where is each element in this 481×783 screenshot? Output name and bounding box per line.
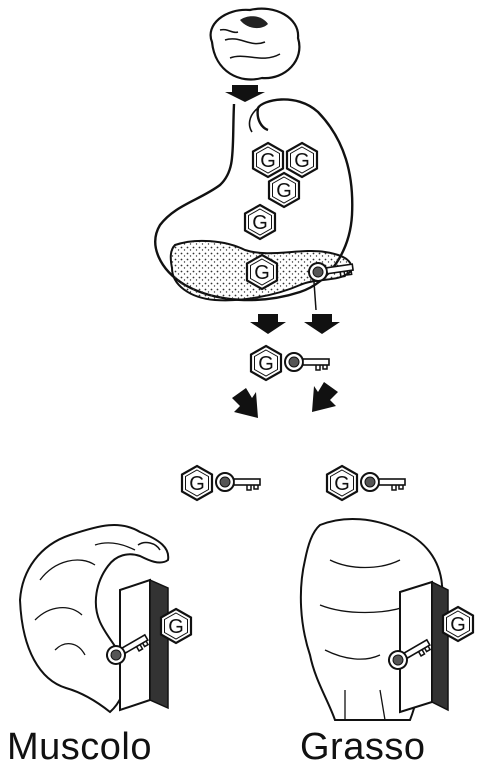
glucose-hexagon: G (161, 609, 191, 643)
glucose-hexagon: G (182, 466, 212, 500)
fat-caption: Grasso (300, 728, 425, 766)
glucose-hexagon: G (247, 255, 277, 289)
insulin-key-icon (361, 473, 405, 491)
glucose-hexagon: G (287, 143, 317, 177)
svg-text:G: G (168, 616, 184, 638)
arrow-diagonal-left (232, 388, 258, 418)
svg-text:G: G (258, 353, 274, 375)
svg-text:G: G (450, 614, 466, 636)
svg-text:G: G (276, 180, 292, 202)
glucose-hexagon: G (443, 607, 473, 641)
glucose-hexagon: G (327, 466, 357, 500)
glucose-hexagon: G (251, 346, 281, 380)
svg-text:G: G (260, 150, 276, 172)
svg-text:G: G (189, 473, 205, 495)
glucose-hexagon: G (269, 173, 299, 207)
svg-text:G: G (334, 473, 350, 495)
arrow-food-to-stomach (225, 85, 265, 102)
insulin-key-icon (216, 473, 260, 491)
arrow-stomach-down-right (304, 314, 340, 334)
svg-text:G: G (252, 212, 268, 234)
arrow-diagonal-right (312, 382, 338, 412)
svg-text:G: G (294, 150, 310, 172)
arrow-stomach-down-left (250, 314, 286, 334)
insulin-key-icon (285, 353, 329, 371)
glucose-hexagon: G (253, 143, 283, 177)
svg-text:G: G (254, 262, 270, 284)
muscle-caption: Muscolo (7, 728, 152, 766)
food-illustration (211, 9, 300, 80)
glucose-hexagon: G (245, 205, 275, 239)
